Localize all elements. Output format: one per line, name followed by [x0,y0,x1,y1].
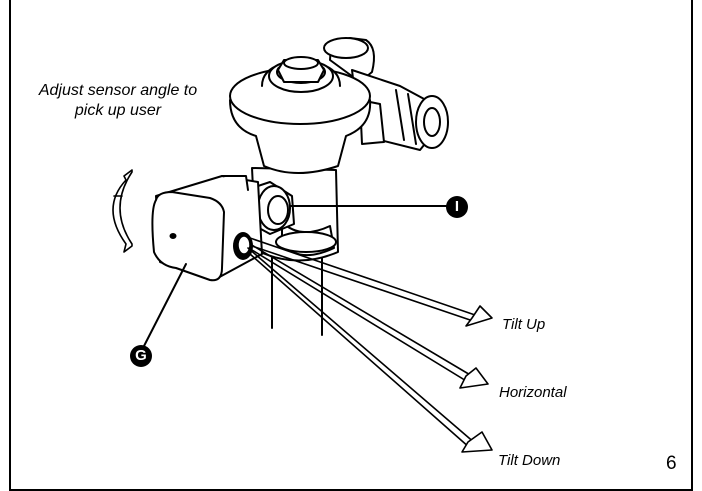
adjust-sensor-instruction: Adjust sensor angle to pick up user [38,82,198,119]
tilt-down-label: Tilt Down [498,452,561,469]
beam-horizontal [249,243,489,389]
page-number: 6 [666,453,677,474]
supply-pipe [271,249,323,336]
callout-g: G [130,345,152,367]
tilt-up-label: Tilt Up [502,316,546,333]
sensor-beams [247,237,493,453]
callout-leaders [143,205,447,347]
beam-tilt-down [247,247,493,453]
sensor-housing [151,175,263,282]
beam-tilt-up [249,237,493,327]
callout-i: I [446,196,468,218]
horizontal-label: Horizontal [499,384,567,401]
adjustment-arrow-icon [112,169,133,253]
